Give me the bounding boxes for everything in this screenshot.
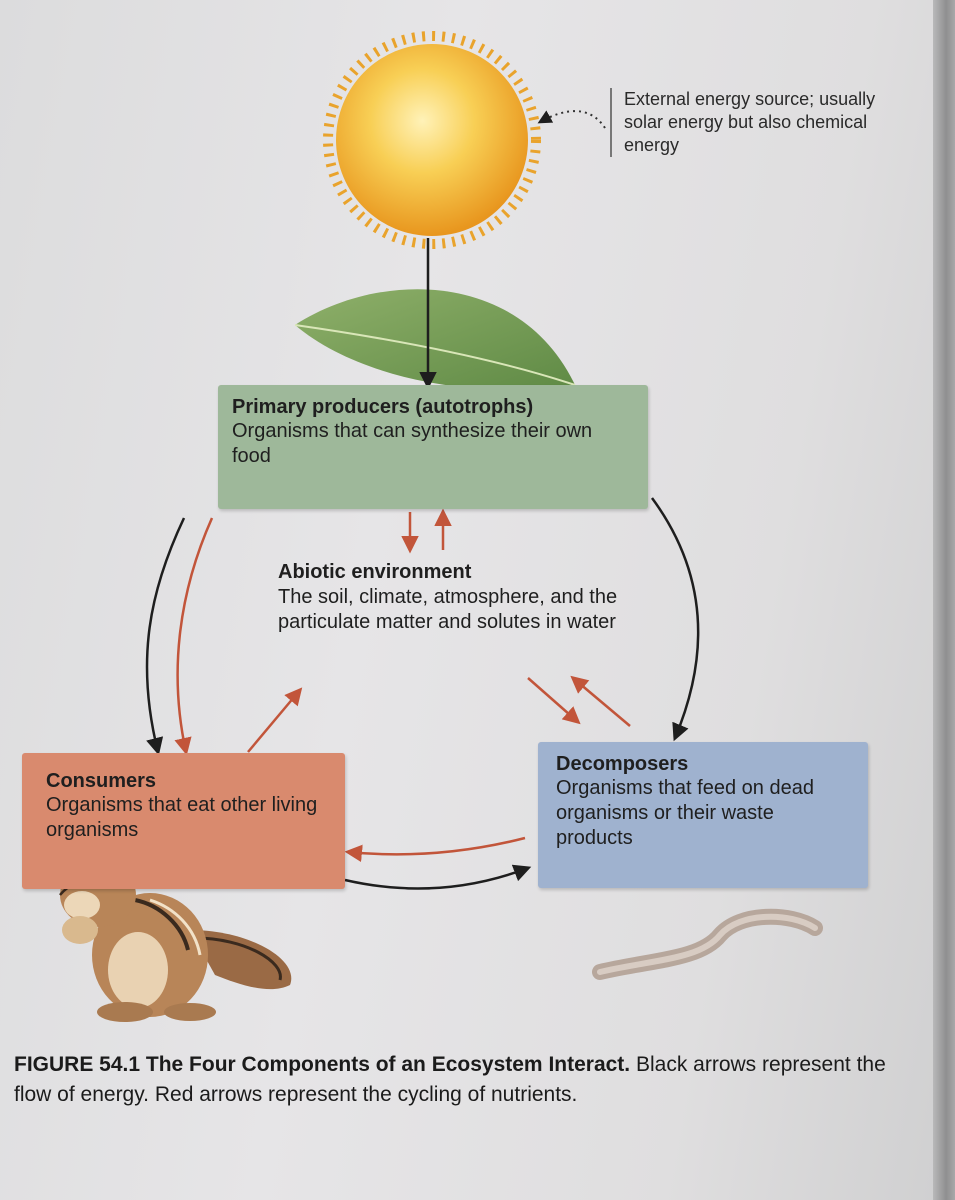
figure-caption: FIGURE 54.1 The Four Components of an Ec… bbox=[14, 1050, 894, 1110]
page-edge bbox=[933, 0, 955, 1200]
producers-title: Primary producers (autotrophs) bbox=[232, 396, 534, 418]
figure-caption-text: Black arrows represent the flow of energ… bbox=[14, 1053, 886, 1106]
producers-description: Organisms that can synthesize their own … bbox=[232, 420, 593, 467]
nutrient-arrow-consumers-to-abiotic bbox=[247, 687, 303, 753]
figure-title: The Four Components of an Ecosystem Inte… bbox=[145, 1053, 631, 1076]
consumers-box: Consumers Organisms that eat other livin… bbox=[22, 753, 345, 889]
sun-icon bbox=[323, 31, 541, 249]
abiotic-description: The soil, climate, atmosphere, and the p… bbox=[278, 586, 618, 633]
producers-box: Primary producers (autotrophs) Organisms… bbox=[218, 385, 648, 509]
sun-note-pointer bbox=[537, 110, 606, 129]
energy-arrow-consumers-to-decomposers bbox=[344, 864, 532, 890]
abiotic-node: Abiotic environment The soil, climate, a… bbox=[278, 560, 638, 635]
decomposers-box: Decomposers Organisms that feed on dead … bbox=[538, 742, 868, 888]
energy-arrow-producers-to-decomposers bbox=[650, 497, 700, 742]
consumers-description: Organisms that eat other living organism… bbox=[46, 794, 318, 841]
worm-icon bbox=[592, 908, 823, 980]
nutrient-arrow-decomposers-to-consumers bbox=[344, 836, 526, 863]
nutrient-arrow-abiotic-to-decomposers bbox=[527, 677, 581, 725]
leaf-icon bbox=[294, 289, 576, 390]
nutrient-arrow-decomposers-to-abiotic bbox=[570, 675, 631, 727]
energy-arrow-producers-to-consumers bbox=[145, 517, 186, 756]
nutrient-arrow-producers-to-consumers bbox=[174, 517, 214, 756]
figure-number: FIGURE 54.1 bbox=[14, 1053, 141, 1076]
decomposers-title: Decomposers bbox=[556, 753, 689, 775]
abiotic-title: Abiotic environment bbox=[278, 561, 472, 583]
consumers-title: Consumers bbox=[46, 770, 157, 792]
decomposers-description: Organisms that feed on dead organisms or… bbox=[556, 777, 814, 849]
sun-note: External energy source; usually solar en… bbox=[610, 88, 884, 157]
